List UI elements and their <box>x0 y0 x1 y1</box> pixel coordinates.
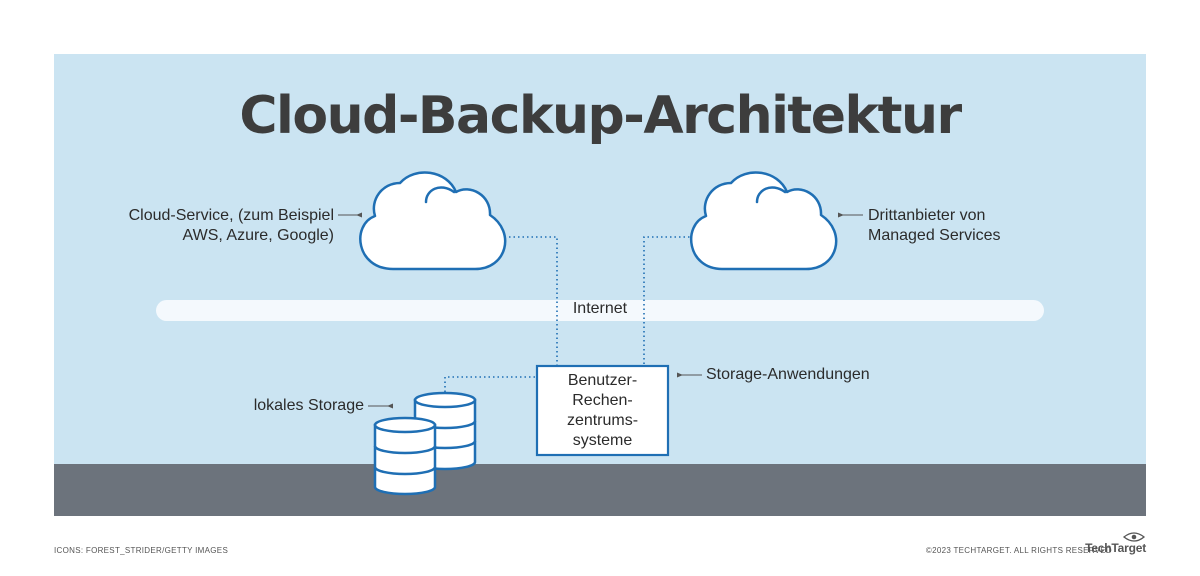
footer-credit: ICONS: FOREST_STRIDER/GETTY IMAGES <box>54 546 229 555</box>
label-storage-apps: Storage-Anwendungen <box>706 366 870 383</box>
callout-arrows <box>338 212 863 409</box>
database-icon <box>413 391 477 471</box>
page-title: Cloud-Backup-Architektur <box>239 86 962 146</box>
label-internet: Internet <box>572 300 628 317</box>
ground-strip <box>54 464 1146 516</box>
cloud-icon-inner-line <box>424 186 456 204</box>
footer-brand: TechTarget <box>1085 541 1146 555</box>
label-user-systems: Benutzer- Rechen- zentrums- systeme <box>566 372 639 449</box>
label-third-party-line1: Drittanbieter von <box>868 207 986 224</box>
techtarget-eye-icon <box>1122 532 1146 542</box>
user-systems-box <box>535 364 670 457</box>
database-icon <box>373 416 437 496</box>
label-cloud-service-line1: Cloud-Service, (zum Beispiel <box>128 207 334 224</box>
label-cloud-service: Cloud-Service, (zum Beispiel AWS, Azure,… <box>110 206 334 246</box>
internet-bar <box>156 300 1044 321</box>
footer-copyright: ©2023 TECHTARGET. ALL RIGHTS RESERVED <box>925 546 1112 555</box>
cloud-icon-inner-line <box>755 186 787 204</box>
cloud-icon <box>690 171 838 271</box>
connector-storage <box>444 376 537 392</box>
cloud-icon <box>359 171 507 271</box>
connector-left-cloud <box>500 236 558 366</box>
label-third-party: Drittanbieter von Managed Services <box>868 206 1088 246</box>
label-third-party-line2: Managed Services <box>868 227 1001 244</box>
connector-lines <box>444 236 694 392</box>
label-cloud-service-line2: AWS, Azure, Google) <box>182 227 334 244</box>
label-local-storage: lokales Storage <box>253 397 364 414</box>
connector-right-cloud <box>643 236 694 366</box>
